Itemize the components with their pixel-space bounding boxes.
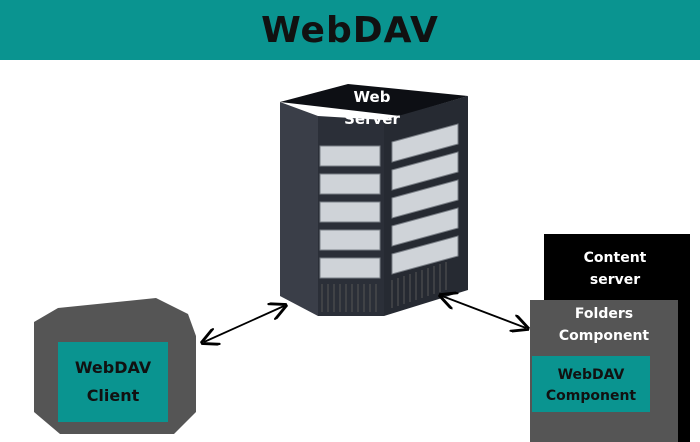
content-server-label-line1: Content (584, 250, 647, 266)
content-server-label-line2: server (590, 272, 640, 288)
rack-vents (321, 262, 447, 312)
web-server-label-line2: Server (344, 110, 400, 128)
web-server-label-line1: Web (354, 88, 391, 106)
rack-left-bays (319, 145, 381, 279)
rack-right-bays (391, 123, 459, 275)
page-title: WebDAV (261, 9, 439, 51)
client-label-line2: Client (87, 386, 140, 405)
title-banner: WebDAV (0, 0, 700, 60)
folders-label-line2: Component (559, 328, 650, 344)
client-box (58, 342, 168, 422)
rack-left-side (280, 102, 318, 316)
client-label-line1: WebDAV (75, 358, 152, 377)
webdav-component-label-line1: WebDAV (558, 367, 625, 383)
rack-top (280, 84, 468, 116)
content-server-node: Content server Folders Component WebDAV … (530, 234, 690, 442)
webdav-client-node: WebDAV Client (34, 298, 196, 434)
folders-label-line1: Folders (575, 306, 633, 322)
webdav-component-label-line2: Component (546, 388, 637, 404)
client-server-arrow (204, 306, 284, 342)
web-server-rack: Web Server (280, 84, 468, 316)
server-content-arrow (442, 296, 526, 328)
webdav-component-box (532, 356, 650, 412)
